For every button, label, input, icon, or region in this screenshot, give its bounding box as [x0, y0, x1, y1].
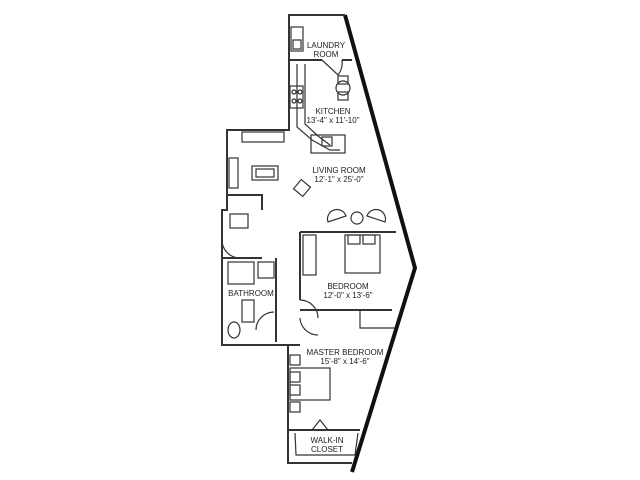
- label-walk-in-closet: WALK-IN CLOSET: [310, 436, 343, 454]
- master-door: [299, 317, 319, 336]
- closet: [229, 213, 249, 229]
- chair-left: [326, 208, 347, 223]
- entry-door: [221, 239, 241, 259]
- table: [335, 80, 351, 96]
- kitchen-counter: [296, 64, 340, 151]
- label-master-bedroom: MASTER BEDROOM 15'-8" x 14'-6": [307, 348, 384, 366]
- bedroom-closet: [302, 234, 317, 276]
- room-name: MASTER BEDROOM: [306, 348, 384, 357]
- shelf: [241, 131, 285, 143]
- room-name: LIVING ROOM: [312, 166, 366, 175]
- armchair: [292, 178, 312, 198]
- room-name: WALK-IN: [310, 436, 344, 445]
- laundry-appliance: [290, 26, 304, 52]
- stove: [289, 85, 304, 109]
- label-bedroom: BEDROOM 12'-0" x 13'-6": [323, 282, 372, 300]
- room-name: BATHROOM: [228, 289, 274, 298]
- exterior-wall: [343, 14, 418, 473]
- side-table: [350, 211, 364, 225]
- kitchen-island: [310, 134, 346, 154]
- chair-right: [366, 208, 387, 223]
- room-name: KITCHEN: [315, 107, 351, 116]
- closet-shelf: [294, 432, 359, 456]
- room-dimensions: 12'-0" x 13'-6": [323, 291, 373, 300]
- vanity: [241, 299, 255, 323]
- bathtub: [227, 261, 255, 285]
- master-bed: [289, 367, 331, 401]
- label-living-room: LIVING ROOM 12'-1" x 25'-0": [312, 166, 365, 184]
- closet-door: [311, 419, 329, 431]
- label-kitchen: KITCHEN 13'-4" x 11'-10": [306, 107, 359, 125]
- bedroom-door: [299, 299, 319, 319]
- room-name: ROOM: [313, 50, 339, 59]
- laundry-door: [321, 59, 343, 76]
- label-laundry-room: LAUNDRY ROOM: [307, 41, 345, 59]
- coffee-table: [251, 165, 279, 181]
- sofa: [228, 157, 239, 189]
- room-name: BEDROOM: [327, 282, 369, 291]
- bedroom-closet-2: [359, 310, 395, 329]
- room-name: CLOSET: [310, 445, 344, 454]
- toilet: [227, 321, 241, 339]
- outer-outline: [221, 14, 352, 464]
- sink: [321, 136, 333, 147]
- room-dimensions: 13'-4" x 11'-10": [306, 116, 360, 125]
- room-dimensions: 15'-8" x 14'-6": [320, 357, 370, 366]
- room-dimensions: 12'-1" x 25'-0": [314, 175, 364, 184]
- room-name: LAUNDRY: [306, 41, 346, 50]
- bathroom-door: [255, 311, 275, 331]
- linen-closet: [257, 261, 275, 279]
- chair: [337, 75, 349, 85]
- label-bathroom: BATHROOM: [228, 289, 274, 298]
